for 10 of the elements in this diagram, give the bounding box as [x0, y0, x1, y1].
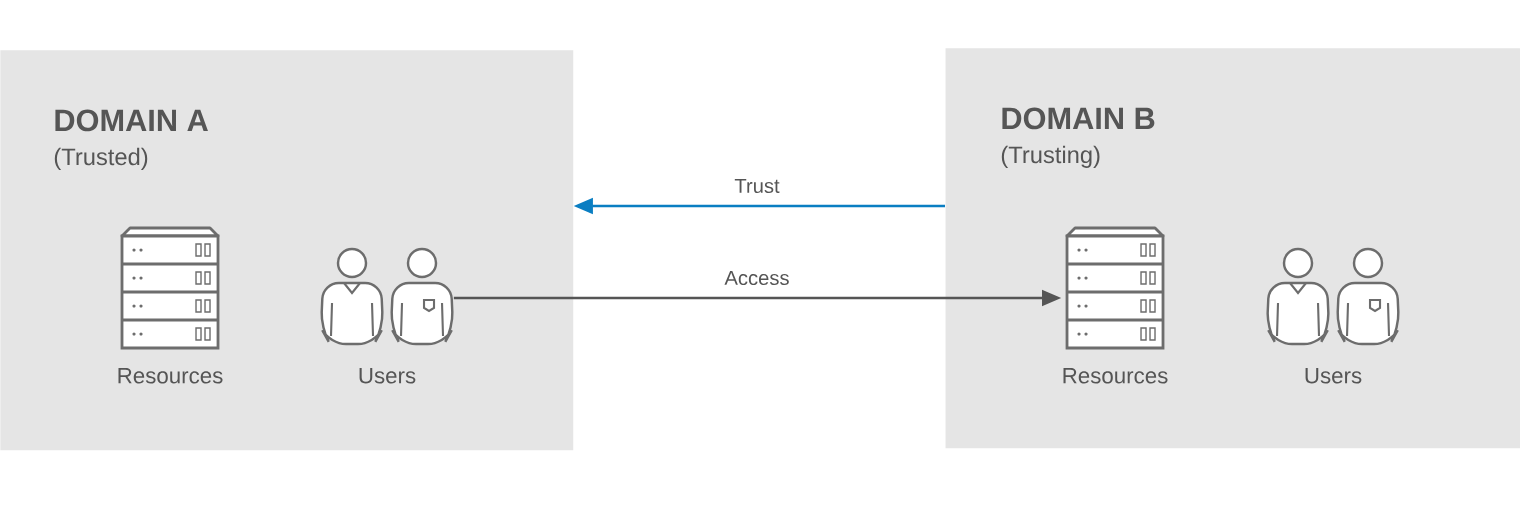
icon-label: Users — [359, 368, 416, 384]
users-icon — [1266, 247, 1400, 346]
server-icon — [1065, 226, 1165, 350]
users-icon — [320, 247, 454, 346]
edge-label: Trust — [732, 177, 782, 195]
edge-label: Access — [722, 269, 792, 287]
icon-label: Users — [1305, 368, 1362, 384]
icon-label: Resources — [118, 368, 223, 384]
icon-label: Resources — [1063, 368, 1168, 384]
server-icon — [120, 226, 220, 350]
